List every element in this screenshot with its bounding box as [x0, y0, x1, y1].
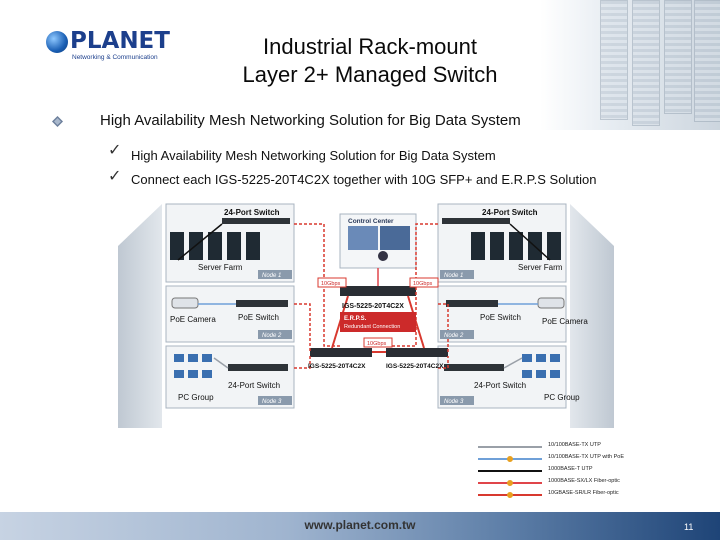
legend-label: 10GBASE-SR/LR Fiber-optic	[548, 490, 619, 496]
core-switch-bottom-right	[386, 348, 448, 357]
label-pc-group-right: PC Group	[544, 393, 580, 402]
slide-title: Industrial Rack-mount Layer 2+ Managed S…	[190, 33, 550, 89]
label-node3-right: Node 3	[444, 399, 464, 405]
label-server-farm-right: Server Farm	[518, 263, 563, 272]
footer-url: www.planet.com.tw	[304, 518, 416, 532]
diamond-bullet-icon	[52, 116, 63, 127]
bullet-main: High Availability Mesh Networking Soluti…	[100, 112, 521, 129]
label-poe-switch-left: PoE Switch	[238, 313, 279, 322]
label-poe-switch-right: PoE Switch	[480, 313, 521, 322]
monitor-wall	[348, 226, 378, 250]
label-poe-camera-left: PoE Camera	[170, 315, 216, 324]
legend-item: 1000BASE-SX/LX Fiber-optic	[476, 478, 620, 488]
legend-line	[478, 446, 542, 448]
rack-decoration	[694, 0, 720, 122]
speed-badge	[317, 277, 347, 288]
legend-label: 10/100BASE-TX UTP with PoE	[548, 454, 625, 460]
poe-switch-device	[446, 300, 498, 307]
legend-dot	[507, 492, 513, 498]
label-poe-camera-right: PoE Camera	[542, 317, 588, 326]
legend-dot	[507, 456, 513, 462]
label-node2-left: Node 2	[262, 333, 282, 339]
label-speed-bottom: 10Gbps	[367, 341, 387, 347]
checkmark-icon: ✓	[108, 142, 122, 159]
speed-badge	[363, 337, 393, 348]
datacenter-background	[540, 0, 720, 130]
label-speed-right: 10Gbps	[413, 281, 433, 287]
label-node2-right: Node 2	[444, 333, 464, 339]
legend-label: 10/100BASE-TX UTP	[548, 442, 601, 448]
label-pc-group-left: PC Group	[178, 393, 214, 402]
legend-label: 1000BASE-SX/LX Fiber-optic	[548, 478, 620, 484]
checkmark-icon: ✓	[108, 168, 122, 185]
label-node1-right: Node 1	[444, 273, 463, 279]
logo-wordmark: PLANET	[70, 28, 170, 54]
legend-item: 1000BASE-T UTP	[476, 466, 612, 476]
legend-item: 10/100BASE-TX UTP	[476, 442, 612, 452]
core-switch-top	[340, 286, 416, 296]
legend-item: 10/100BASE-TX UTP with PoE	[476, 454, 624, 464]
switch-device	[228, 364, 288, 371]
poe-camera-icon	[171, 297, 199, 309]
label-node1-left: Node 1	[262, 273, 281, 279]
core-switch-bottom-left	[310, 348, 372, 357]
right-wall	[570, 204, 614, 428]
page-number: 11	[684, 522, 694, 532]
node-tabs	[258, 270, 474, 405]
label-switch-top-left: 24-Port Switch	[224, 208, 280, 217]
label-node3-left: Node 3	[262, 399, 282, 405]
legend-line	[478, 470, 542, 472]
monitor-wall	[380, 226, 410, 250]
label-server-farm-left: Server Farm	[198, 263, 243, 272]
operator-icon	[378, 251, 388, 261]
label-switch-top-right: 24-Port Switch	[482, 208, 538, 217]
title-line-2: Layer 2+ Managed Switch	[242, 62, 498, 87]
title-line-1: Industrial Rack-mount	[263, 34, 477, 59]
switch-device	[222, 218, 290, 224]
poe-switch-device	[236, 300, 288, 307]
legend-item: 10GBASE-SR/LR Fiber-optic	[476, 490, 619, 500]
label-speed-left: 10Gbps	[321, 281, 341, 287]
legend: 10/100BASE-TX UTP 10/100BASE-TX UTP with…	[476, 438, 624, 504]
pc-icons-left	[174, 354, 212, 378]
planet-logo: PLANET Networking & Communication	[46, 28, 170, 68]
pc-icons-right	[522, 354, 560, 378]
legend-label: 1000BASE-T UTP	[548, 466, 593, 472]
label-erps-line2: Redundant Connection	[344, 324, 400, 330]
label-switch-bottom-right: 24-Port Switch	[474, 381, 526, 390]
label-core-model-top: IGS-5225-20T4C2X	[342, 303, 404, 310]
poe-camera-icon	[537, 297, 565, 309]
logo-tagline: Networking & Communication	[72, 54, 158, 61]
globe-icon	[46, 31, 68, 53]
rack-decoration	[600, 0, 628, 120]
server-icons-right	[471, 232, 561, 260]
network-diagram: 24-Port Switch Server Farm Node 1 PoE Ca…	[118, 203, 614, 428]
footer-band	[0, 512, 720, 540]
switch-device	[442, 218, 510, 224]
label-core-model-bottom-left: IGS-5225-20T4C2X	[308, 363, 366, 370]
legend-dot	[507, 480, 513, 486]
rack-decoration	[632, 0, 660, 126]
label-switch-bottom-left: 24-Port Switch	[228, 381, 280, 390]
switch-device	[444, 364, 504, 371]
sub-bullet-1: High Availability Mesh Networking Soluti…	[131, 148, 496, 163]
sub-bullet-2: Connect each IGS-5225-20T4C2X together w…	[131, 172, 597, 187]
label-control-center: Control Center	[348, 218, 394, 225]
label-erps-line1: E.R.P.S.	[344, 316, 367, 322]
left-wall	[118, 204, 162, 428]
rack-decoration	[664, 0, 692, 114]
label-core-model-bottom-right: IGS-5225-20T4C2X	[386, 363, 444, 370]
speed-badge	[409, 277, 439, 288]
erps-label-box	[340, 312, 416, 332]
